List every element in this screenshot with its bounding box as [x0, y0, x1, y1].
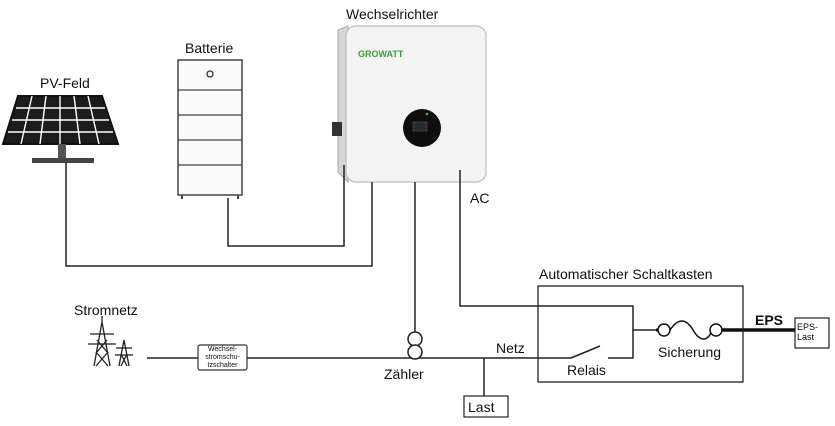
load-box: [463, 395, 509, 418]
eps-load-box: [794, 317, 830, 349]
meter-icon: [407, 331, 423, 360]
wiring: [65, 162, 656, 396]
inverter-label: Wechselrichter: [346, 6, 439, 22]
inverter-brand-logo: GROWATT: [358, 49, 404, 59]
fuse-label: Sicherung: [658, 344, 722, 360]
grid-line-label: Netz: [496, 340, 525, 356]
breaker-label: Wechsel- stromschu- tzschalter: [205, 346, 240, 369]
grid-tower-icon: [88, 316, 133, 367]
pv-label: PV-Feld: [40, 75, 90, 91]
inverter-icon: GROWATT: [332, 25, 487, 184]
ac-label: AC: [470, 190, 490, 206]
relay-label: Relais: [567, 362, 606, 378]
battery-label: Batterie: [185, 40, 234, 56]
load-label: Last: [468, 399, 495, 415]
pv-panel-icon: [1, 95, 120, 163]
grid-label: Stromnetz: [74, 302, 138, 318]
battery-icon: [177, 59, 243, 199]
eps-label: EPS: [755, 312, 784, 328]
breaker-box: [197, 344, 248, 371]
fuse-icon: [656, 320, 795, 340]
meter-label: Zähler: [384, 366, 424, 382]
auto-switch-box: [537, 285, 744, 383]
eps-load-label: EPS- Last: [797, 322, 819, 342]
auto-switch-box-label: Automatischer Schaltkasten: [539, 266, 713, 282]
